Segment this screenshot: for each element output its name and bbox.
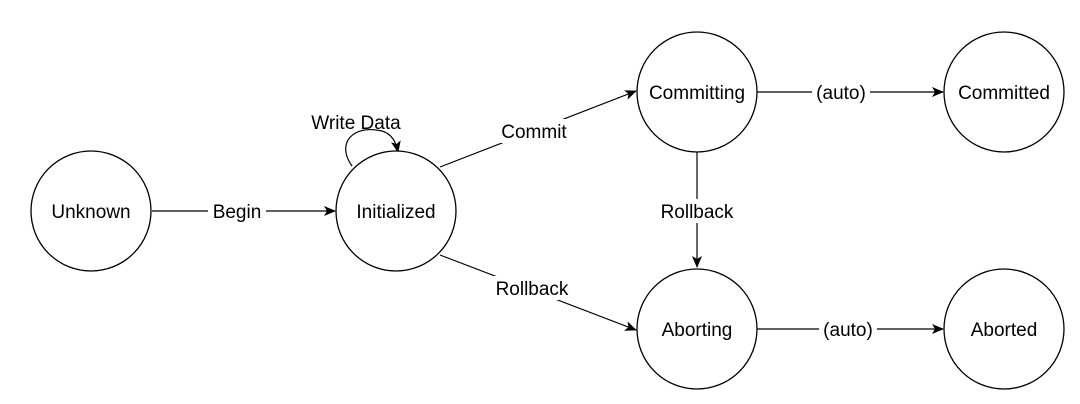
node-aborting: Aborting: [636, 268, 758, 390]
edge-label-rollback-from-initialized: Rollback: [496, 279, 569, 300]
node-committed: Committed: [943, 31, 1065, 153]
node-committing: Committing: [636, 31, 758, 153]
node-committed-circle: [943, 31, 1065, 153]
node-initialized: Initialized: [335, 150, 457, 272]
node-aborted-circle: [943, 268, 1065, 390]
node-unknown-label: Unknown: [51, 202, 130, 223]
node-initialized-circle: [335, 150, 457, 272]
node-unknown: Unknown: [30, 150, 152, 272]
edge-write-data: [345, 129, 401, 167]
node-aborted: Aborted: [943, 268, 1065, 390]
edge-label-rollback-from-committing: Rollback: [661, 202, 734, 223]
edge-label-auto-abort: (auto): [823, 320, 873, 341]
edge-label-write-data: Write Data: [311, 113, 401, 134]
edge-labels: Begin Write Data Commit Rollback Rollbac…: [208, 80, 877, 341]
edge-label-commit: Commit: [501, 122, 567, 143]
node-committing-label: Committing: [649, 83, 745, 104]
node-committed-label: Committed: [958, 83, 1050, 104]
node-aborted-label: Aborted: [971, 320, 1038, 341]
nodes: Unknown Initialized Committing Committed…: [30, 31, 1065, 390]
node-initialized-label: Initialized: [356, 202, 435, 223]
node-aborting-label: Aborting: [662, 320, 733, 341]
node-committing-circle: [636, 31, 758, 153]
node-unknown-circle: [30, 150, 152, 272]
node-aborting-circle: [636, 268, 758, 390]
edge-label-auto-commit: (auto): [816, 83, 866, 104]
edge-label-begin: Begin: [213, 202, 262, 223]
